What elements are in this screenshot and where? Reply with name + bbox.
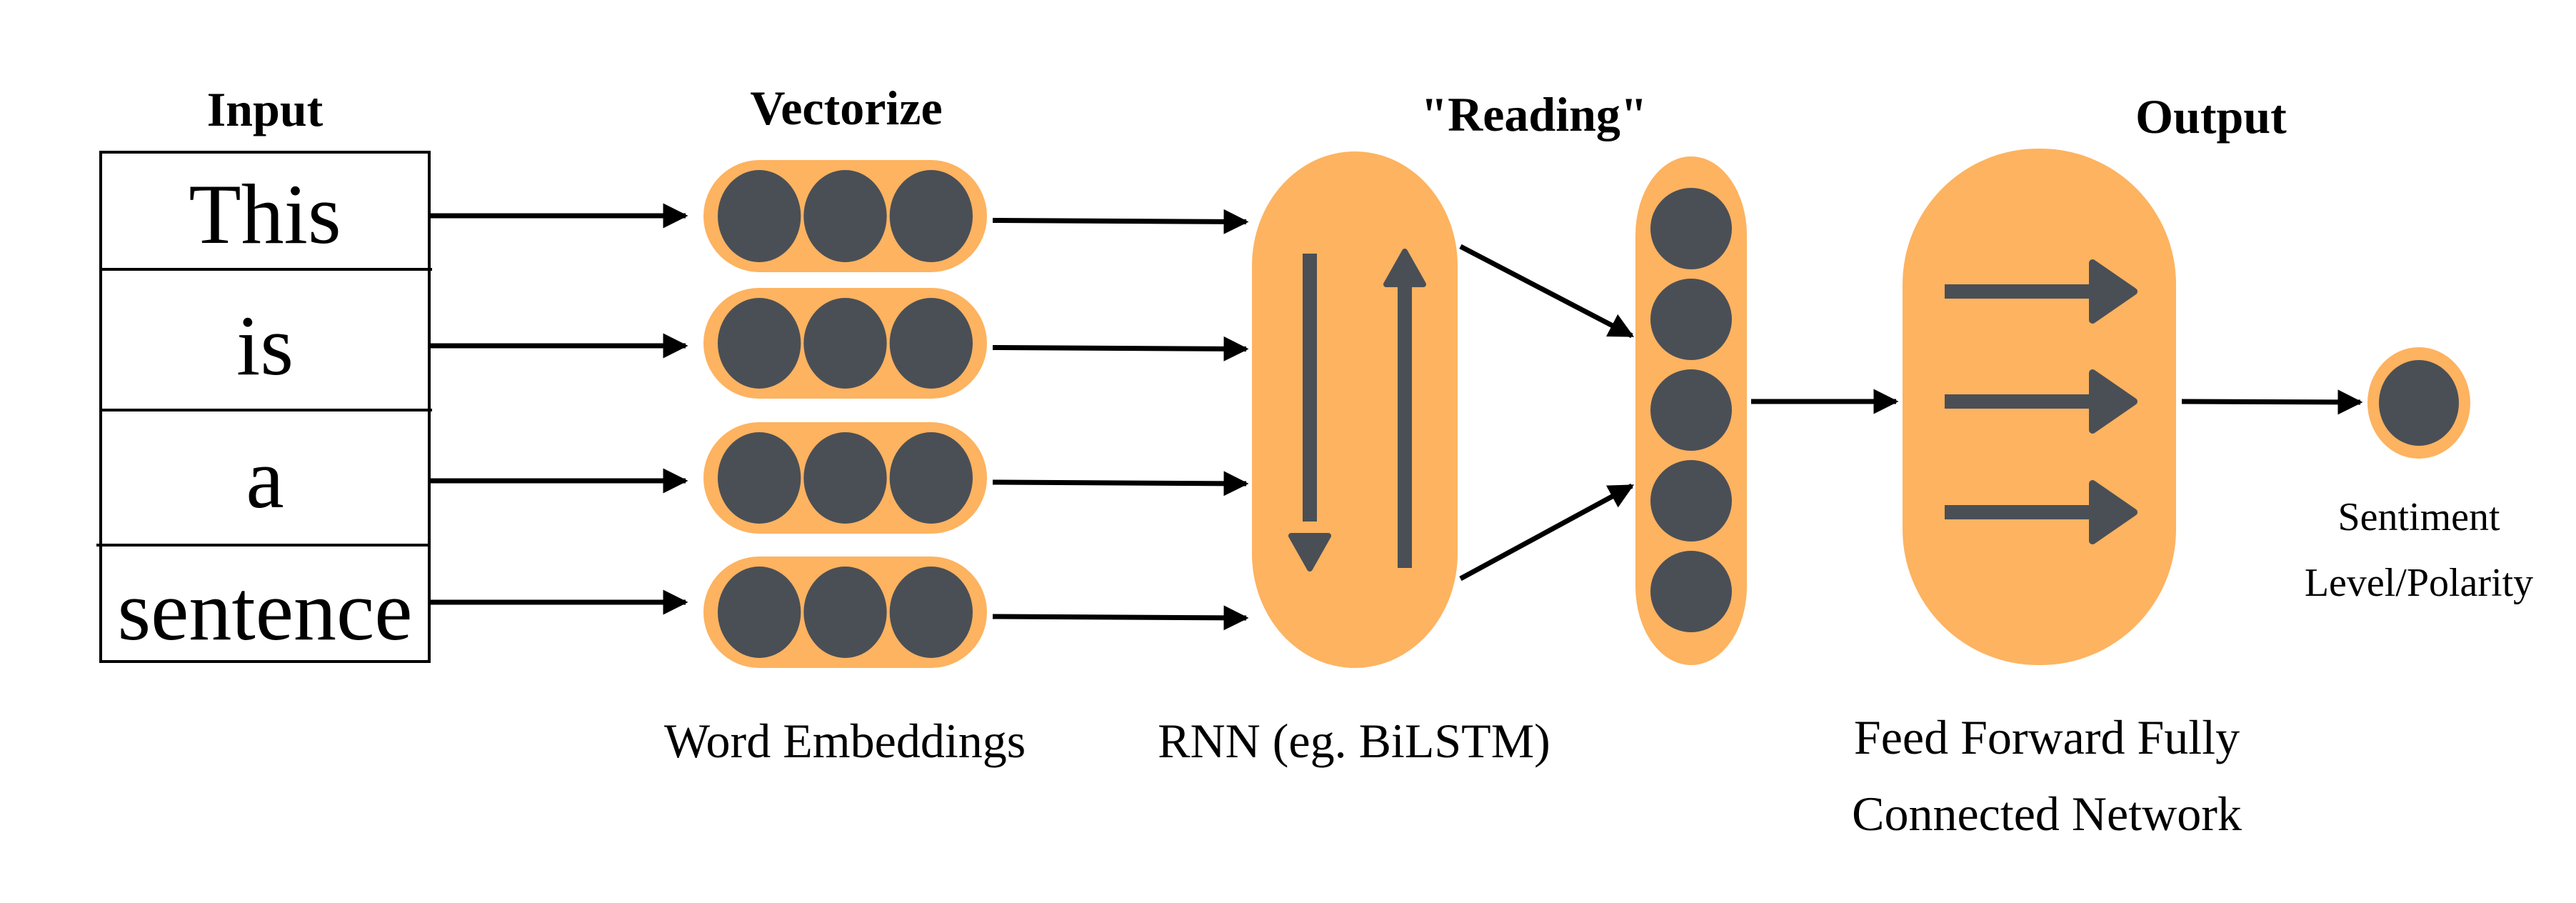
caption-output-line1: Sentiment (2337, 495, 2500, 539)
input-table (96, 151, 432, 663)
input-table-border (99, 151, 431, 663)
rnn-block (1252, 151, 1458, 668)
input-word: This (189, 166, 341, 261)
caption-rnn: RNN (eg. BiLSTM) (1158, 714, 1550, 768)
backward-pass-arrow-head (1288, 533, 1331, 572)
embedding-node (717, 170, 801, 262)
input-word: is (236, 298, 294, 393)
caption-output-line2: Level/Polarity (2304, 561, 2534, 605)
hidden-node (1650, 551, 1732, 632)
heading-input: Input (206, 82, 324, 136)
ffn-arrow-shaft (1945, 394, 2095, 409)
embedding-to-rnn-arrow (992, 209, 1249, 234)
embedding-node (717, 432, 801, 524)
caption-embeddings: Word Embeddings (663, 714, 1026, 768)
embedding-node (889, 298, 973, 389)
hidden-node (1650, 369, 1732, 451)
embedding-node (803, 170, 887, 262)
embedding-node (889, 567, 973, 658)
embedding-node (717, 567, 801, 658)
heading-output: Output (2135, 89, 2287, 144)
heading-reading: "Reading" (1420, 87, 1648, 141)
heading-vectorize: Vectorize (750, 81, 943, 135)
input-word: sentence (117, 563, 413, 658)
hidden-node (1650, 188, 1732, 269)
embedding-node (889, 432, 973, 524)
ffn-arrow-shaft (1945, 505, 2095, 519)
embedding-node (803, 432, 887, 524)
hidden-node (1650, 279, 1732, 360)
ffn-arrow-shaft (1945, 284, 2095, 299)
embedding-node (717, 298, 801, 389)
forward-pass-arrow-head (1383, 249, 1426, 287)
output-node (2379, 360, 2459, 446)
hidden-node (1650, 460, 1732, 542)
caption-ffn-line2: Connected Network (1852, 787, 2242, 841)
ffn-arrow-head (2089, 369, 2138, 434)
embedding-node (803, 567, 887, 658)
rnn-to-hidden-arrow (1459, 483, 1635, 582)
embedding-node (803, 298, 887, 389)
rnn-to-hidden-arrow (1459, 244, 1635, 339)
embedding-to-rnn-arrow (992, 336, 1249, 361)
embedding-node (889, 170, 973, 262)
embedding-to-rnn-arrow (992, 605, 1249, 631)
caption-ffn-line1: Feed Forward Fully (1853, 710, 2240, 764)
ffn-arrow-head (2089, 259, 2138, 324)
input-word: a (246, 431, 284, 526)
ffn-to-output-arrow (2181, 389, 2363, 415)
embedding-to-rnn-arrow (992, 471, 1249, 497)
ffn-arrow-head (2089, 480, 2138, 544)
